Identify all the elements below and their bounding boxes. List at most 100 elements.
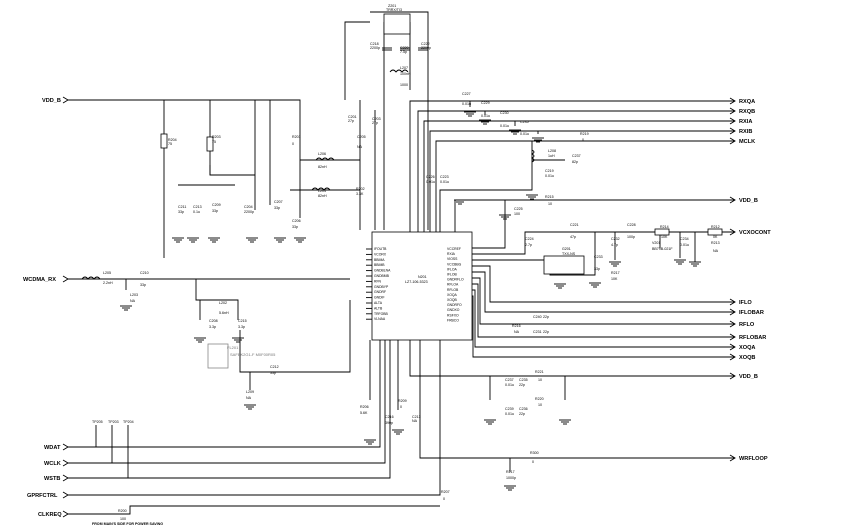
c211-val: 33p [178, 210, 184, 214]
c232-ref: C232 [611, 237, 620, 241]
connector-arrow [729, 97, 736, 105]
r209-val: 0 [400, 405, 402, 409]
c201-val: 27p [348, 119, 354, 123]
ic-left-pin-label: IFOUTB [374, 247, 387, 251]
ic-left-pin-label: RFN [374, 279, 382, 283]
net-rxqb: RXQB [739, 109, 755, 115]
r213-val: NA [713, 249, 719, 253]
c209-val: 33p [212, 209, 218, 213]
connector-arrow [62, 443, 69, 451]
c203-ref: C203 [372, 117, 381, 121]
l208-ref: L208 [548, 149, 556, 153]
c229-val: 0.01u [481, 114, 490, 118]
z201-val: TRRX/TI3 [386, 8, 402, 12]
ic-right-pin-label: RSFXO [447, 313, 459, 317]
r300-ref: R300 [530, 451, 539, 455]
r215-val: 10 [548, 202, 552, 206]
z201-body [383, 13, 411, 35]
clkreq-note: FROM MAIN'S SIDE FOR POWER SAVING [92, 522, 163, 526]
r217-val: 10K [611, 277, 618, 281]
r201-ref: R201 [292, 135, 301, 139]
z201-block: Z201 TRRX/TI3 C218 2200p C220 7.5p C222 … [370, 4, 431, 87]
net-wclk: WCLK [44, 461, 61, 467]
l207-val: 100nH [400, 72, 411, 76]
c226-ref: C226 [426, 175, 435, 179]
ground-icon [479, 119, 491, 125]
net-rxia: RXIA [739, 119, 752, 125]
c221-ref: C221 [570, 223, 579, 227]
c215-ref: C215 [238, 319, 247, 323]
connector-arrow [62, 459, 69, 467]
r215-ref: R215 [545, 195, 554, 199]
ground-icon [464, 111, 476, 117]
r209-ref: R209 [398, 399, 407, 403]
net-iflo: IFLO [739, 300, 752, 306]
ground-icon [194, 337, 206, 343]
c207-ref: C207 [274, 200, 283, 204]
net-mclk: MCLK [739, 139, 755, 145]
ic-body [371, 231, 473, 341]
c228-val: 100p [627, 235, 635, 239]
r208-val: 1000 [400, 83, 408, 87]
c213b-val: NA [412, 419, 418, 423]
net-labels: VDD_B WCDMA_RX WDAT WCLK WSTB GPRFCTRL C… [23, 98, 771, 518]
ground-icon [294, 237, 306, 243]
connector-arrow [62, 474, 69, 482]
ic-right-pins: VCCREFRXIAVIOSSVCCBBGIFLOAIFLOBGNDRFLORF… [447, 247, 464, 322]
l202-val: 5.6nH [219, 311, 229, 315]
net-xoqb: XOQB [739, 355, 755, 361]
net-wdat: WDAT [44, 445, 61, 451]
r202-ref: R202 [356, 187, 365, 191]
c235b-ref: C235 [519, 378, 528, 382]
ground-icon [499, 214, 511, 220]
ground-icon [246, 237, 258, 243]
net-vdd-b-right: VDD_B [739, 198, 758, 204]
c225-val: 100 [514, 212, 520, 216]
l203-val: NA [130, 299, 136, 303]
net-rxqa: RXQA [739, 99, 755, 105]
c209-ref: C209 [212, 203, 221, 207]
c215-val: 3.3p [238, 325, 245, 329]
c234-val: 0.01u [680, 243, 689, 247]
l202-ref: L202 [219, 301, 227, 305]
c240-val: 22p [543, 315, 549, 319]
ic-right-pin-label: RFLOB [447, 288, 459, 292]
c225-ref: C225 [514, 207, 523, 211]
lo-parts: C240 22p R216 NA C231 22p R221 10 C237 0… [505, 315, 549, 416]
net-wcdma-rx: WCDMA_RX [23, 277, 56, 283]
c232-val: 4.7p [611, 243, 618, 247]
c235b-val: 22p [519, 383, 525, 387]
r202-val: 3.3K [356, 192, 364, 196]
c203-val: 27p [372, 121, 378, 125]
c210-ref: C210 [140, 271, 149, 275]
connector-arrow [729, 196, 736, 204]
z201-ref: Z201 [388, 4, 396, 8]
c208-ref: C208 [209, 319, 218, 323]
r220-ref: R220 [535, 397, 544, 401]
connector-arrow [729, 343, 736, 351]
r219-ref: R219 [580, 132, 589, 136]
connector-arrow [729, 320, 736, 328]
c239-val: 0.01u [505, 412, 514, 416]
r212-ref: R212 [711, 225, 720, 229]
r220-val: 10 [538, 403, 542, 407]
bottom-parts: R209 0 R206 5.6K C216 390p C213 NA R300 … [92, 399, 539, 526]
ic-right-pin-label: GNDRFLO [447, 278, 464, 282]
ic-left-pin-label: GNDBMB [374, 274, 390, 278]
ic-right-pin-label: GNDXO [447, 308, 460, 312]
ic-right-pin-label: VIOSS [447, 257, 458, 261]
c237b-ref: C237 [505, 378, 514, 382]
c235-val: 0.01u [520, 132, 529, 136]
c230-ref: C230 [500, 111, 509, 115]
net-wrfloop: WRFLOOP [739, 456, 768, 462]
c236-val: 22p [519, 412, 525, 416]
ic-right-pin-label: RFLOA [447, 283, 459, 287]
c223-ref: C223 [440, 175, 449, 179]
c212-val: 33p [270, 371, 276, 375]
ground-icon [484, 419, 496, 425]
c219-ref: C219 [545, 169, 554, 173]
r212-val: 0K [713, 235, 718, 239]
c231-ref: C231 [533, 330, 542, 334]
l208-val: 1uH [548, 154, 555, 158]
c220-ref: C220 [400, 46, 409, 50]
